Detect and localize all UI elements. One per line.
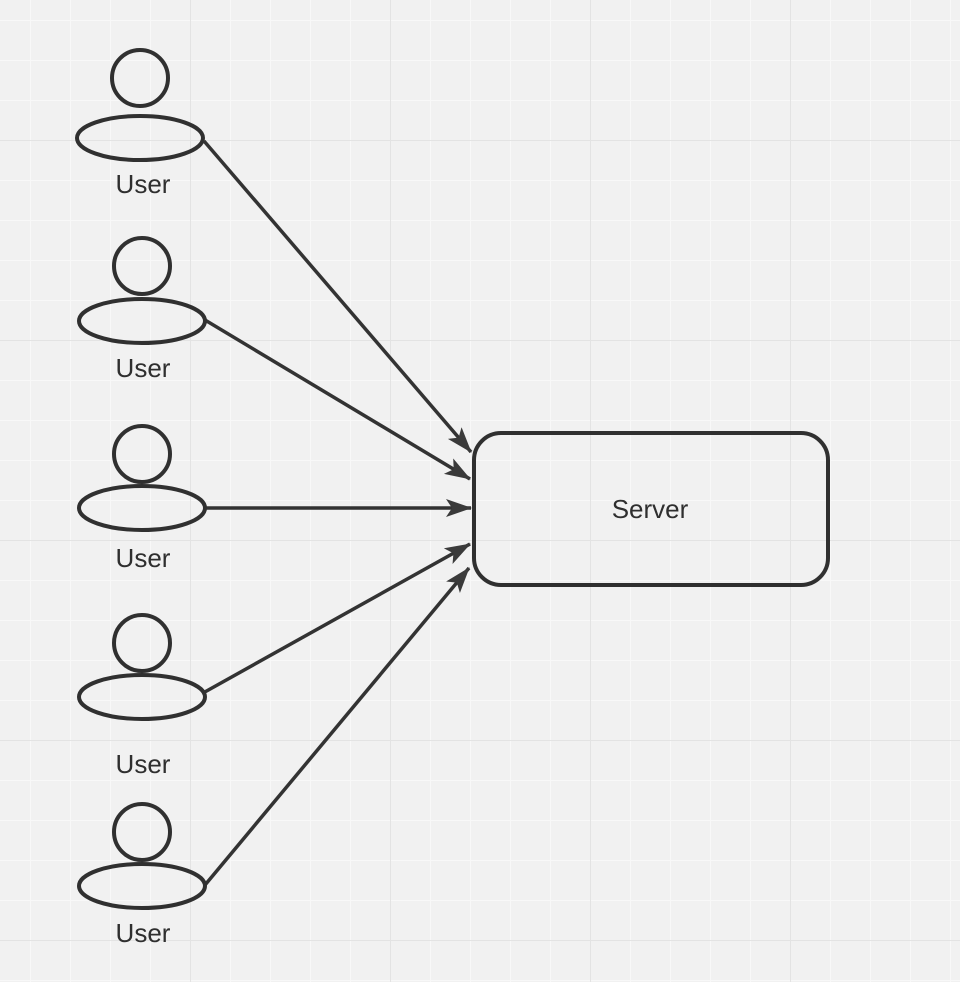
actor-label-4: User bbox=[116, 749, 171, 779]
server-node[interactable]: Server bbox=[472, 431, 830, 587]
actor-user-2[interactable]: User bbox=[77, 236, 207, 383]
user-body-icon bbox=[77, 484, 207, 532]
user-body-icon bbox=[77, 862, 207, 910]
user-head-icon bbox=[112, 236, 172, 296]
actor-user-4[interactable]: User bbox=[77, 613, 207, 779]
connector-user4-server[interactable] bbox=[202, 542, 471, 695]
user-head-icon bbox=[110, 48, 170, 108]
server-box bbox=[472, 431, 830, 587]
actor-user-1[interactable]: User bbox=[75, 48, 205, 199]
user-body-icon bbox=[77, 297, 207, 345]
actor-user-5[interactable]: User bbox=[77, 802, 207, 948]
actor-label-1: User bbox=[116, 169, 171, 199]
server-label: Server bbox=[612, 494, 689, 524]
user-head-icon bbox=[112, 424, 172, 484]
connector-user2-server[interactable] bbox=[204, 318, 471, 481]
user-body-icon bbox=[77, 673, 207, 721]
connector-user1-server[interactable] bbox=[202, 139, 473, 454]
user-head-icon bbox=[112, 613, 172, 673]
user-body-icon bbox=[75, 114, 205, 162]
actor-user-3[interactable]: User bbox=[77, 424, 207, 573]
user-head-icon bbox=[112, 802, 172, 862]
actor-label-2: User bbox=[116, 353, 171, 383]
actor-label-5: User bbox=[116, 918, 171, 948]
connector-user5-server[interactable] bbox=[203, 566, 471, 887]
actor-label-3: User bbox=[116, 543, 171, 573]
